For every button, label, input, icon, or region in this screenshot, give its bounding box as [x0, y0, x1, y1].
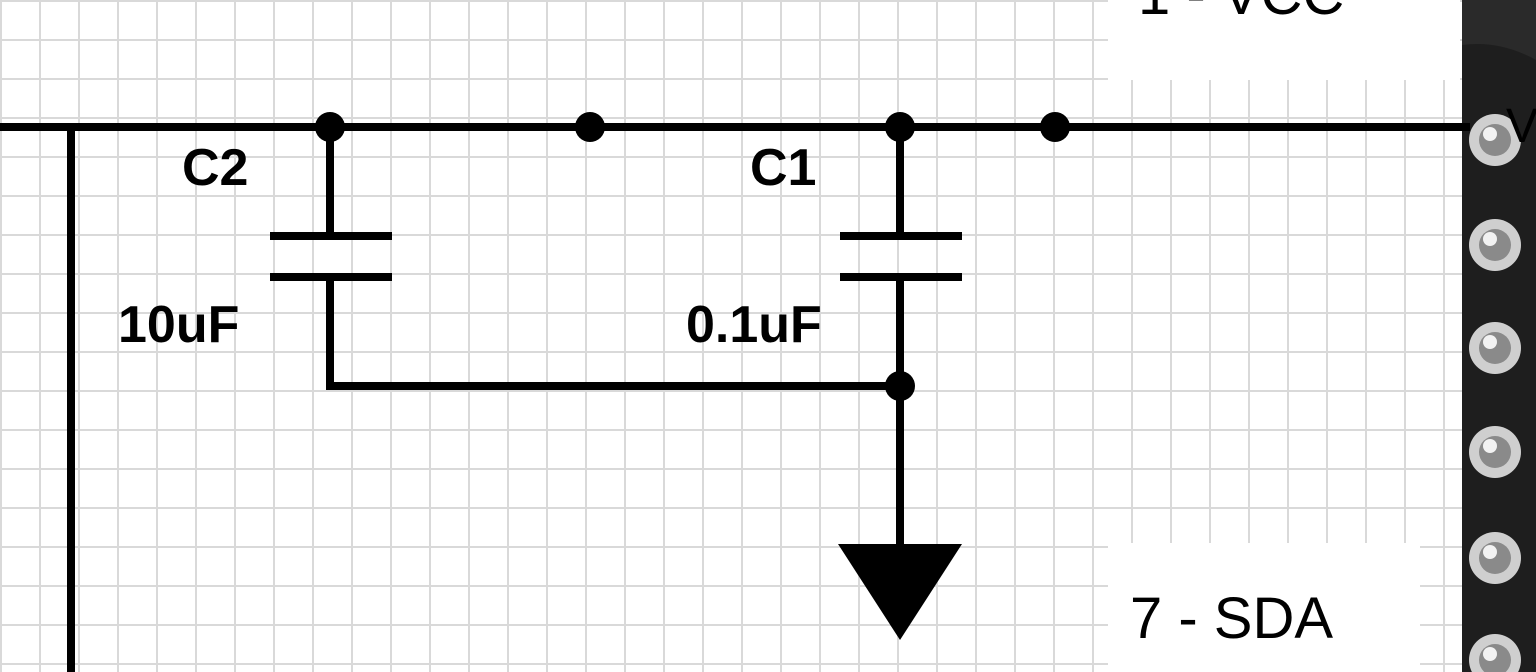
junction-dot: [885, 371, 915, 401]
socket-pin-6: [1469, 634, 1521, 672]
socket-pin-2: [1469, 219, 1521, 271]
junctions: [315, 112, 1070, 401]
socket-pin-3: [1469, 322, 1521, 374]
c1-ref-label: C1: [750, 139, 816, 197]
junction-dot: [315, 112, 345, 142]
socket-pin-4: [1469, 426, 1521, 478]
c1-value-label: 0.1uF: [686, 296, 822, 354]
socket-pin-1: [1469, 114, 1521, 166]
pin-label-panel-top: [1108, 0, 1460, 80]
capacitor-c2-symbol: [270, 232, 392, 281]
junction-dot: [575, 112, 605, 142]
pin-label-sda: 7 - SDA: [1130, 586, 1333, 651]
capacitor-c1-symbol: [840, 232, 962, 281]
junction-dot: [1040, 112, 1070, 142]
c2-value-label: 10uF: [118, 296, 239, 354]
c2-ref-label: C2: [182, 139, 248, 197]
ic-socket-strip: [1462, 0, 1536, 672]
pin-label-panel-bottom: [1108, 543, 1420, 672]
junction-dot: [885, 112, 915, 142]
socket-pin-5: [1469, 532, 1521, 584]
wires: [0, 123, 1470, 672]
ground-symbol: [838, 544, 962, 640]
pin-label-vcc: 1 - VCC: [1138, 0, 1344, 27]
pin-label-edge: V: [1506, 100, 1536, 153]
